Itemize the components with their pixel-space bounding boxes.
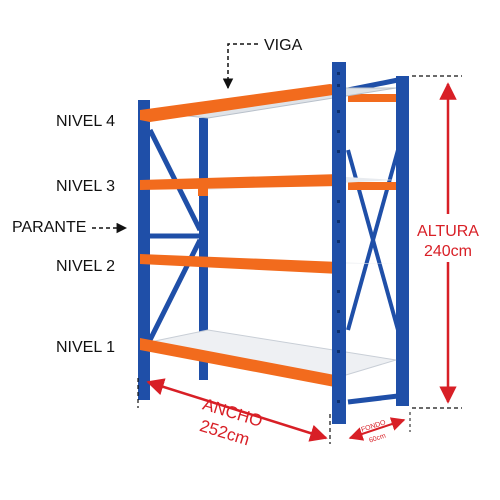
depth-label: FONDO — [360, 419, 387, 434]
level-2-label: NIVEL 2 — [56, 258, 115, 275]
back-right-upright — [396, 76, 409, 406]
back-left-upright — [199, 118, 208, 380]
parante-label: PARANTE — [12, 219, 86, 236]
beam-level-2 — [140, 254, 340, 274]
height-dimension — [412, 75, 462, 409]
front-left-upright — [138, 100, 150, 400]
viga-label: VIGA — [264, 37, 303, 54]
level-3-label: NIVEL 3 — [56, 178, 115, 195]
front-beams — [140, 84, 340, 388]
beam-level-3 — [140, 174, 340, 190]
level-4-label: NIVEL 4 — [56, 113, 115, 130]
height-value: 240cm — [424, 243, 472, 260]
beam-level-4 — [140, 84, 340, 122]
level-1-label: NIVEL 1 — [56, 339, 115, 356]
shelf-decks — [149, 87, 397, 379]
viga-pointer — [222, 43, 258, 90]
height-label: ALTURA — [417, 223, 479, 240]
rack-back-frame — [199, 76, 409, 406]
right-front-upright-group — [332, 62, 346, 424]
depth-value: 60cm — [368, 433, 387, 445]
width-dimension — [137, 378, 331, 444]
beam-level-1 — [140, 338, 340, 388]
depth-dimension — [348, 412, 411, 441]
